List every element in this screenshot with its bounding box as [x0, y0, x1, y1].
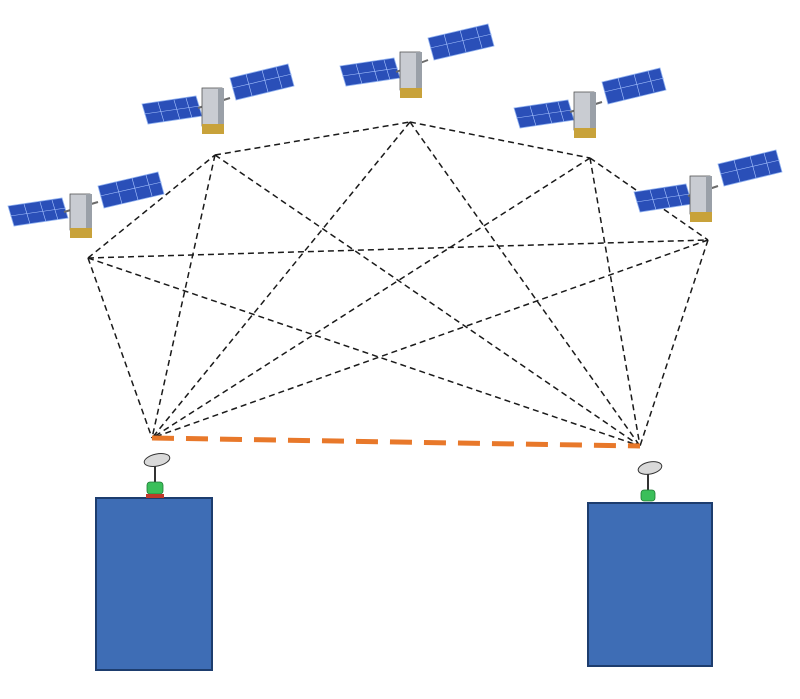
satellite-1 [7, 171, 165, 238]
crosslink-sat-1-sat-2 [87, 154, 216, 259]
crosslink-sat-2-sat-3 [214, 121, 411, 156]
satellite-icon [513, 67, 667, 138]
antenna-icon [143, 453, 171, 498]
building-right [587, 502, 713, 667]
receiver-right [637, 461, 663, 502]
satellite-icon [141, 63, 295, 134]
satellite-icon [7, 171, 165, 238]
crosslink-sat-3-sat-4 [409, 121, 591, 159]
satellite-4 [513, 67, 667, 138]
signal-link-sat-1-receiver-left [87, 257, 153, 439]
building-left [95, 497, 213, 671]
signal-link-sat-1-receiver-right [87, 257, 641, 447]
satellite-icon [339, 23, 495, 98]
baseline-link [151, 435, 641, 449]
satellite-3 [339, 23, 495, 98]
signal-links [87, 121, 709, 449]
satellite-icon [633, 149, 783, 222]
signal-link-sat-4-receiver-left [151, 157, 591, 439]
receiver-left [143, 453, 171, 498]
signal-link-sat-3-receiver-left [151, 121, 411, 439]
signal-link-sat-2-receiver-right [214, 154, 641, 447]
satellite-2 [141, 63, 295, 134]
signal-link-sat-5-receiver-right [639, 239, 709, 447]
signal-link-sat-3-receiver-right [409, 121, 641, 447]
signal-link-sat-5-receiver-left [151, 239, 709, 439]
antenna-icon [637, 461, 663, 502]
satellite-5 [633, 149, 783, 222]
crosslink-sat-1-sat-5 [87, 239, 709, 259]
signal-link-sat-4-receiver-right [589, 157, 641, 447]
signal-link-sat-2-receiver-left [151, 154, 216, 439]
